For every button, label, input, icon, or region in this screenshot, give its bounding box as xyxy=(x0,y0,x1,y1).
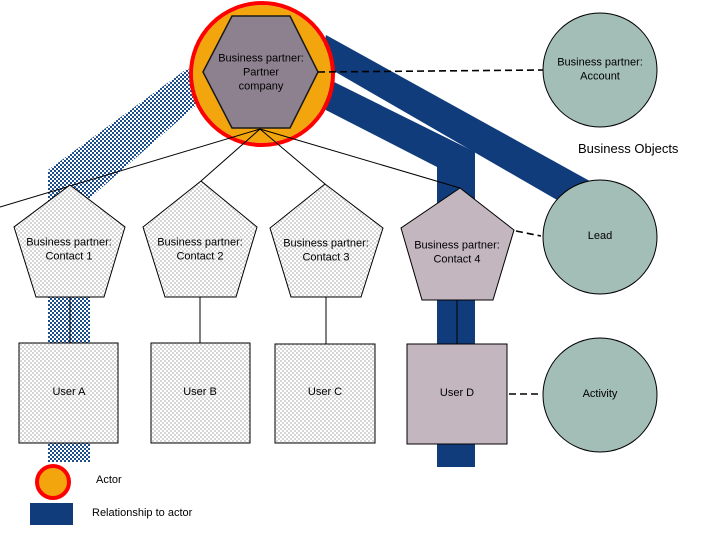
userA-square xyxy=(18,342,119,444)
dashed-link-lead xyxy=(515,230,542,237)
legend-actor-swatch xyxy=(38,467,68,497)
account-circle xyxy=(542,12,658,128)
legend-actor-swatch-ring xyxy=(35,464,71,500)
actor-circle-ring xyxy=(189,1,335,147)
association-lines xyxy=(0,128,461,344)
contact4-pentagon xyxy=(400,187,515,301)
contact2-pentagon xyxy=(142,180,258,298)
dashed-links xyxy=(317,69,544,395)
contact1-pentagon xyxy=(13,184,126,298)
lead-circle xyxy=(542,179,658,295)
userB-square xyxy=(150,342,251,444)
fan-line-contact3 xyxy=(259,128,326,185)
activity-circle xyxy=(542,337,658,453)
legend-relationship-swatch xyxy=(30,503,73,525)
dashed-link-account xyxy=(317,69,544,73)
relationship-band-lead xyxy=(320,35,606,219)
userC-square xyxy=(274,343,376,444)
userD-square xyxy=(406,343,508,445)
fan-line-contact2 xyxy=(200,128,261,182)
contact3-pentagon xyxy=(269,183,384,298)
fan-line-contact4 xyxy=(259,128,461,189)
fan-line-contact1 xyxy=(0,128,261,208)
